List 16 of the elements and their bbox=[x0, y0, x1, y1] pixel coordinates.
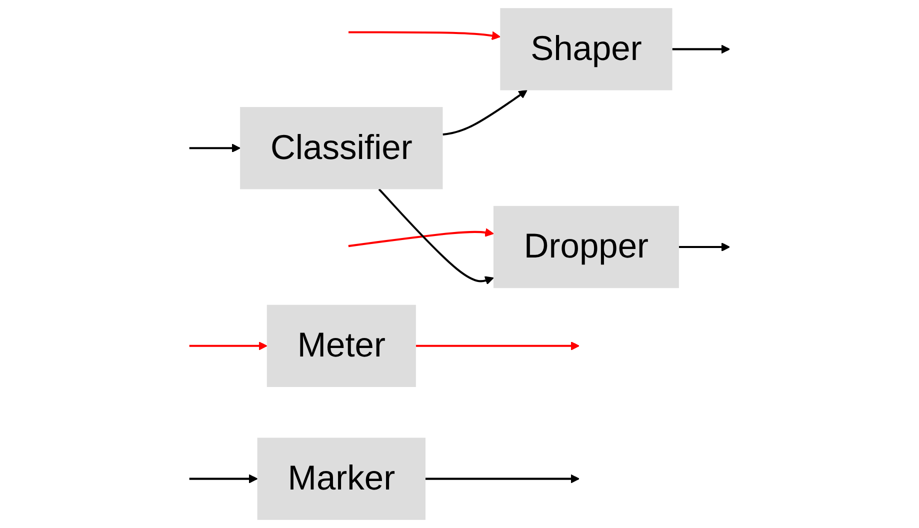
arrow bbox=[426, 474, 580, 484]
arrow bbox=[672, 44, 730, 54]
arrow bbox=[348, 31, 501, 40]
arrow bbox=[442, 90, 528, 136]
arrow bbox=[189, 341, 268, 350]
process-box: Marker bbox=[257, 438, 426, 520]
process-box: Dropper bbox=[493, 206, 679, 288]
process-box: Meter bbox=[266, 304, 416, 387]
arrow bbox=[189, 144, 240, 153]
arrow bbox=[189, 474, 258, 484]
arrow bbox=[378, 188, 494, 285]
arrow bbox=[348, 228, 494, 248]
arrow bbox=[416, 341, 580, 350]
arrow bbox=[678, 242, 730, 252]
process-box: Classifier bbox=[240, 107, 443, 190]
process-box: Shaper bbox=[500, 8, 672, 90]
